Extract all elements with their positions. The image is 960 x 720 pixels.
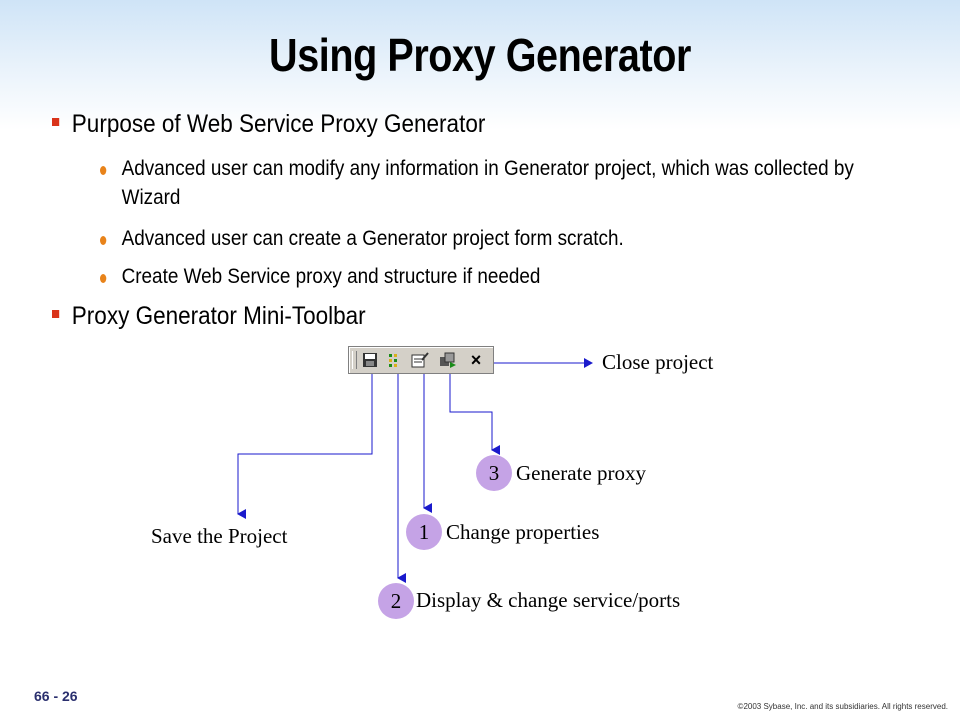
bullet-text: Proxy Generator Mini-Toolbar	[71, 302, 366, 330]
display-services-button[interactable]	[385, 350, 407, 370]
bullet-text: Purpose of Web Service Proxy Generator	[71, 110, 486, 138]
label-change-properties: Change properties	[446, 520, 600, 544]
generate-icon	[440, 352, 456, 368]
close-icon: ×	[470, 349, 482, 370]
toolbar-grip[interactable]	[352, 351, 357, 369]
sub-bullet-create: Advanced user can create a Generator pro…	[100, 224, 865, 253]
properties-button[interactable]	[409, 350, 431, 370]
bullet-purpose: Purpose of Web Service Proxy Generator	[52, 110, 485, 139]
sub-bullet-text: Advanced user can create a Generator pro…	[121, 227, 624, 250]
step-badge-2: 2	[378, 583, 414, 619]
arrow-generate	[449, 374, 500, 455]
label-close-project: Close project	[602, 350, 714, 374]
display-services-icon	[389, 354, 397, 367]
label-display-change: Display & change service/ports	[416, 588, 681, 612]
sub-bullet-text: Advanced user can modify any information…	[121, 157, 854, 209]
generate-button[interactable]	[437, 350, 459, 370]
save-icon	[363, 353, 377, 367]
label-generate-proxy: Generate proxy	[516, 461, 647, 485]
step-badge-3: 3	[476, 455, 512, 491]
bullet-toolbar: Proxy Generator Mini-Toolbar	[52, 302, 366, 331]
sub-bullet-modify: Advanced user can modify any information…	[100, 154, 865, 212]
dot-bullet-icon	[100, 166, 107, 175]
slide-title: Using Proxy Generator	[269, 29, 691, 81]
square-bullet-icon	[52, 310, 60, 319]
mini-toolbar: ×	[348, 346, 494, 374]
step-badge-1: 1	[406, 514, 442, 550]
label-save-project: Save the Project	[151, 524, 288, 548]
sub-bullet-text: Create Web Service proxy and structure i…	[121, 265, 541, 288]
copyright-notice: ©2003 Sybase, Inc. and its subsidiaries.…	[737, 702, 948, 711]
square-bullet-icon	[52, 118, 60, 127]
properties-icon	[411, 352, 429, 368]
dot-bullet-icon	[100, 274, 107, 283]
page-number: 66 - 26	[34, 688, 78, 704]
close-button[interactable]: ×	[465, 350, 487, 370]
arrow-save	[237, 374, 373, 519]
save-button[interactable]	[359, 350, 381, 370]
sub-bullet-proxy: Create Web Service proxy and structure i…	[100, 262, 865, 291]
dot-bullet-icon	[100, 236, 107, 245]
